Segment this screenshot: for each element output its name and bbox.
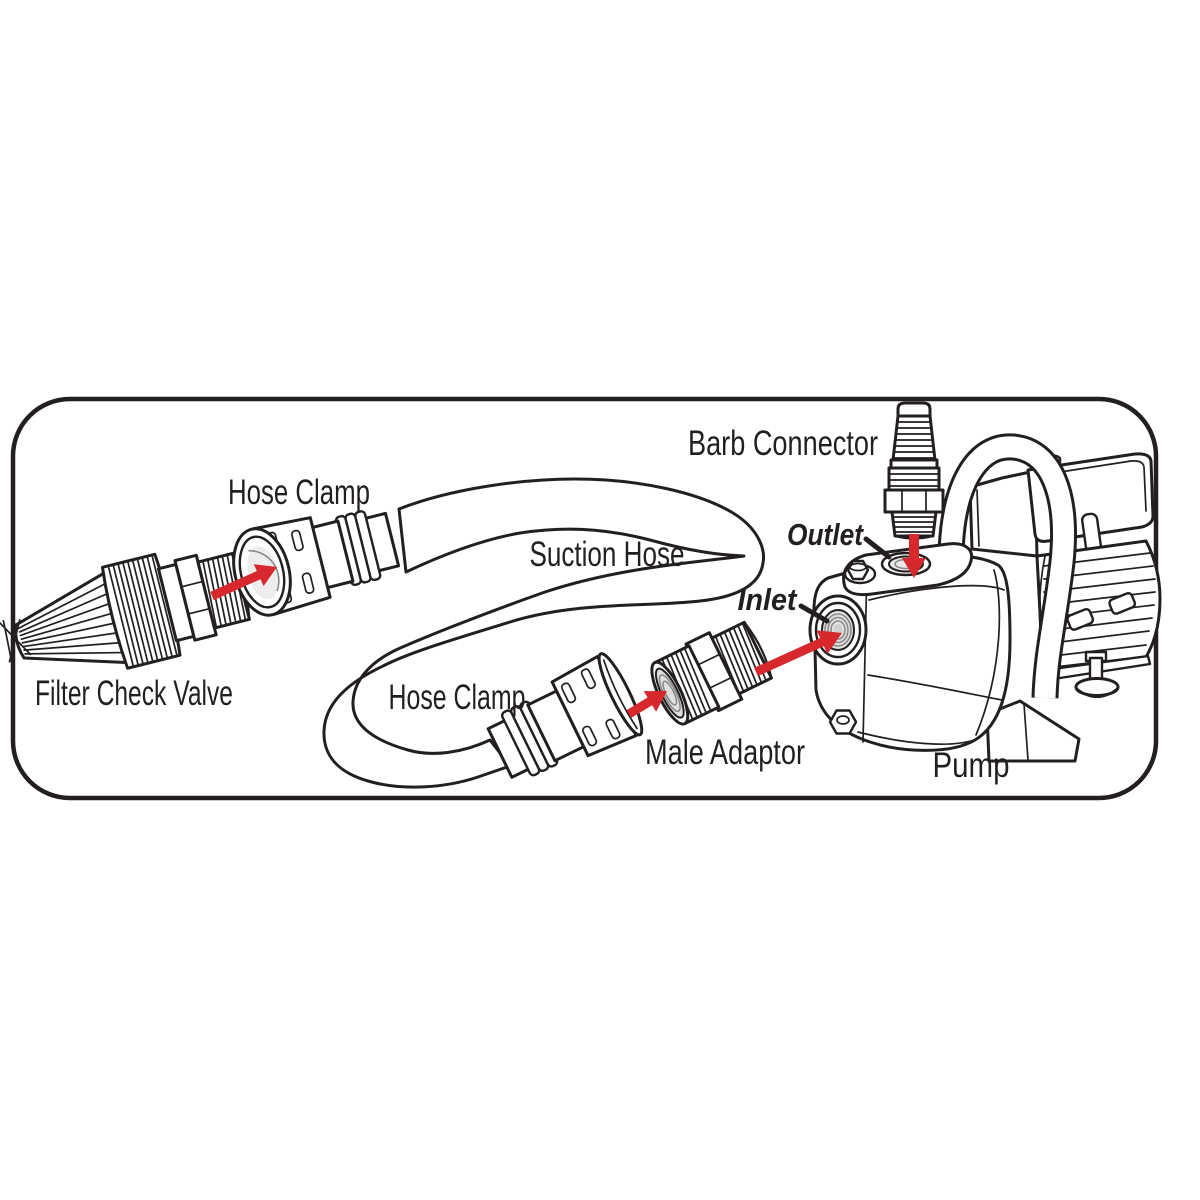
pump-rear-foot (1074, 650, 1120, 699)
label-hose-clamp-bottom: Hose Clamp (389, 678, 526, 717)
inlet-pointer-line (798, 603, 830, 624)
clamp-nut (550, 654, 638, 758)
outlet-pointer-line (863, 536, 892, 560)
pump (808, 433, 1162, 763)
pump-volute (812, 553, 1012, 752)
male-adaptor (650, 620, 773, 726)
label-suction-hose: Suction Hose (530, 535, 685, 574)
barb-hex-nut (883, 488, 945, 514)
arrow-clamp-to-adaptor-icon (626, 691, 667, 718)
label-pump: Pump (933, 746, 1010, 785)
hose-clamp-bottom (486, 652, 644, 779)
label-hose-clamp-top: Hose Clamp (228, 473, 370, 512)
pump-front-foot (985, 699, 1081, 763)
filter-check-valve (0, 551, 251, 670)
barb-connector (883, 401, 945, 540)
arrow-barb-to-outlet-icon (902, 534, 926, 578)
arrow-adaptor-to-inlet-icon (754, 630, 842, 677)
arrow-filter-to-clamp-icon (210, 564, 277, 601)
flange-plug (843, 559, 877, 585)
label-male-adaptor: Male Adaptor (645, 733, 805, 772)
label-filter-check-valve: Filter Check Valve (35, 674, 233, 713)
label-outlet: Outlet (787, 517, 864, 552)
drain-plug (828, 709, 858, 735)
pump-terminal-box (968, 469, 1039, 558)
label-inlet: Inlet (738, 582, 799, 617)
suction-hose (322, 477, 766, 789)
pump-handle (937, 433, 1077, 699)
label-barb-connector: Barb Connector (688, 424, 878, 463)
inlet-port (808, 594, 868, 666)
